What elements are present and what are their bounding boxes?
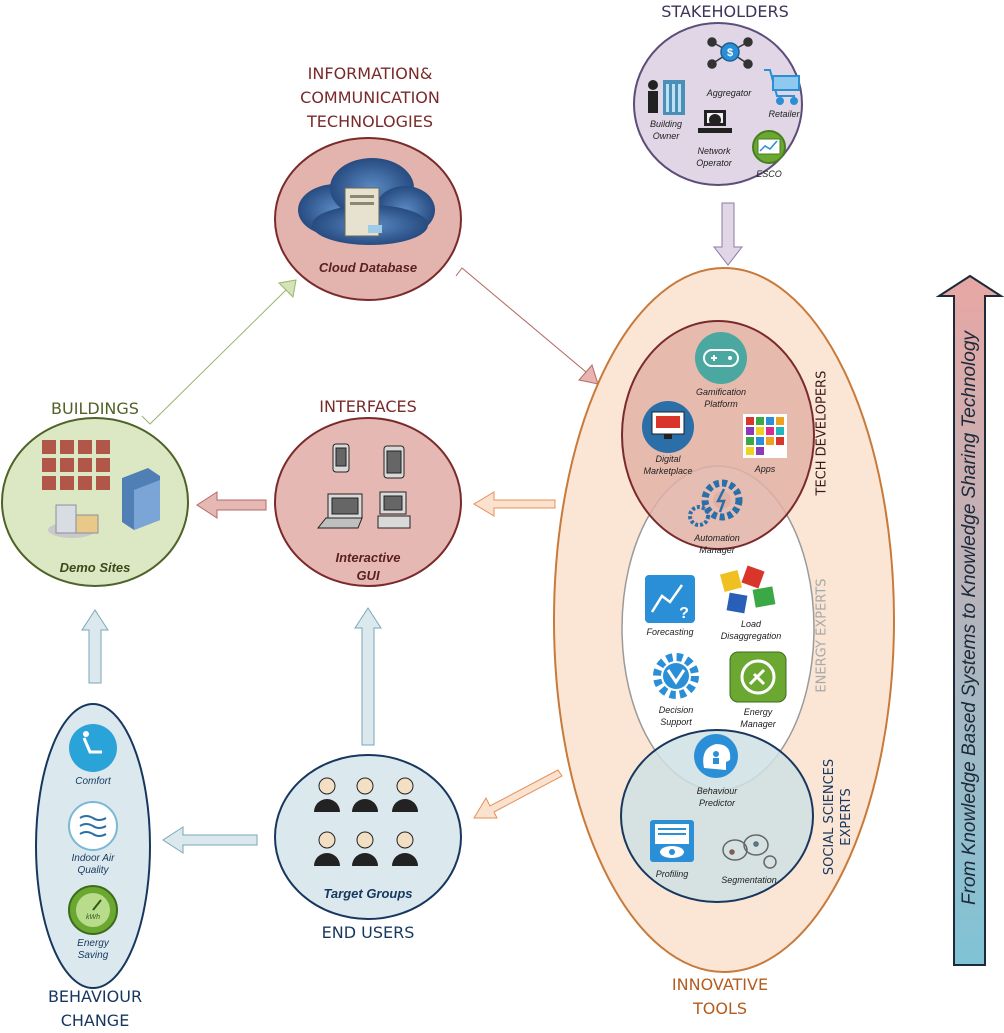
- indoor-air-quality-icon: [68, 801, 118, 851]
- cloud-database-icon: [298, 158, 435, 245]
- automation-gears-icon: [688, 479, 743, 527]
- arrow-interfaces-to-buildings: [196, 491, 267, 519]
- apps-label: Apps: [754, 464, 776, 474]
- tech-developers-circle: [621, 320, 815, 550]
- arrow-innovative-to-end-users: [473, 769, 563, 819]
- behaviour-predictor-icon: [694, 734, 738, 778]
- digital-marketplace-icon: [642, 401, 694, 453]
- forecasting-icon: ?: [645, 575, 695, 623]
- end-users-header: END USERS: [321, 923, 415, 942]
- decision-support-icon: [653, 653, 699, 699]
- arrow-end-users-to-interfaces: [354, 607, 382, 746]
- building-owner-icon: [648, 80, 685, 115]
- gamification-icon: [695, 332, 747, 384]
- retailer-label: Retailer: [768, 109, 800, 119]
- energy-saving-icon: [68, 885, 118, 935]
- stakeholders-header: STAKEHOLDERS: [661, 2, 789, 21]
- arrow-innovative-to-interfaces: [473, 491, 556, 517]
- ict-header: INFORMATION& COMMUNICATION TECHNOLOGIES: [300, 64, 440, 131]
- knowledge-progression-label: From Knowledge Based Systems to Knowledg…: [959, 331, 980, 905]
- kwh-label: kWh: [86, 914, 100, 921]
- buildings-header: BUILDINGS: [51, 399, 139, 418]
- cloud-database-label: Cloud Database: [318, 260, 418, 275]
- segmentation-label: Segmentation: [721, 875, 777, 885]
- esco-label: ESCO: [756, 169, 782, 179]
- profiling-label: Profiling: [655, 869, 689, 879]
- puzzle-pieces-icon: [719, 565, 776, 614]
- arrow-behaviour-to-buildings: [81, 609, 109, 684]
- office-tower-icon: [122, 468, 160, 530]
- behaviour-change-header: BEHAVIOUR CHANGE: [47, 987, 143, 1030]
- apps-grid-icon: [743, 414, 787, 458]
- energy-manager-icon: [729, 651, 787, 703]
- aggregator-label: Aggregator: [706, 88, 752, 98]
- retailer-cart-icon: [764, 69, 800, 105]
- svg-text:?: ?: [679, 605, 689, 622]
- demo-sites-label: Demo Sites: [59, 560, 131, 575]
- forecasting-label: Forecasting: [646, 627, 694, 637]
- arrow-end-users-to-behaviour: [162, 826, 258, 854]
- innovative-tools-header: INNOVATIVE TOOLS: [671, 975, 769, 1018]
- arrow-ict-to-innovative: [455, 267, 599, 385]
- interfaces-header: INTERFACES: [319, 397, 417, 416]
- hospital-building-icon: [48, 504, 99, 538]
- interfaces-circle: [274, 417, 462, 587]
- comfort-icon: [69, 724, 117, 772]
- devices-icon: [316, 443, 411, 529]
- knowledge-progression-arrow: [935, 274, 1004, 966]
- comfort-label: Comfort: [75, 776, 111, 787]
- network-operator-icon: [698, 110, 732, 133]
- aggregator-icon: $: [707, 37, 753, 69]
- esco-icon: [752, 130, 786, 164]
- segmentation-icon: [722, 834, 777, 869]
- people-icon: [314, 777, 418, 866]
- svg-text:$: $: [727, 47, 733, 59]
- target-groups-label: Target Groups: [323, 886, 413, 901]
- houses-icon: [42, 440, 110, 490]
- tech-developers-title: TECH DEVELOPERS: [814, 370, 830, 496]
- energy-experts-title: ENERGY EXPERTS: [814, 578, 830, 693]
- arrow-buildings-to-ict: [141, 279, 297, 425]
- arrow-stakeholders-to-innovative: [712, 202, 744, 266]
- profiling-icon: [650, 820, 694, 862]
